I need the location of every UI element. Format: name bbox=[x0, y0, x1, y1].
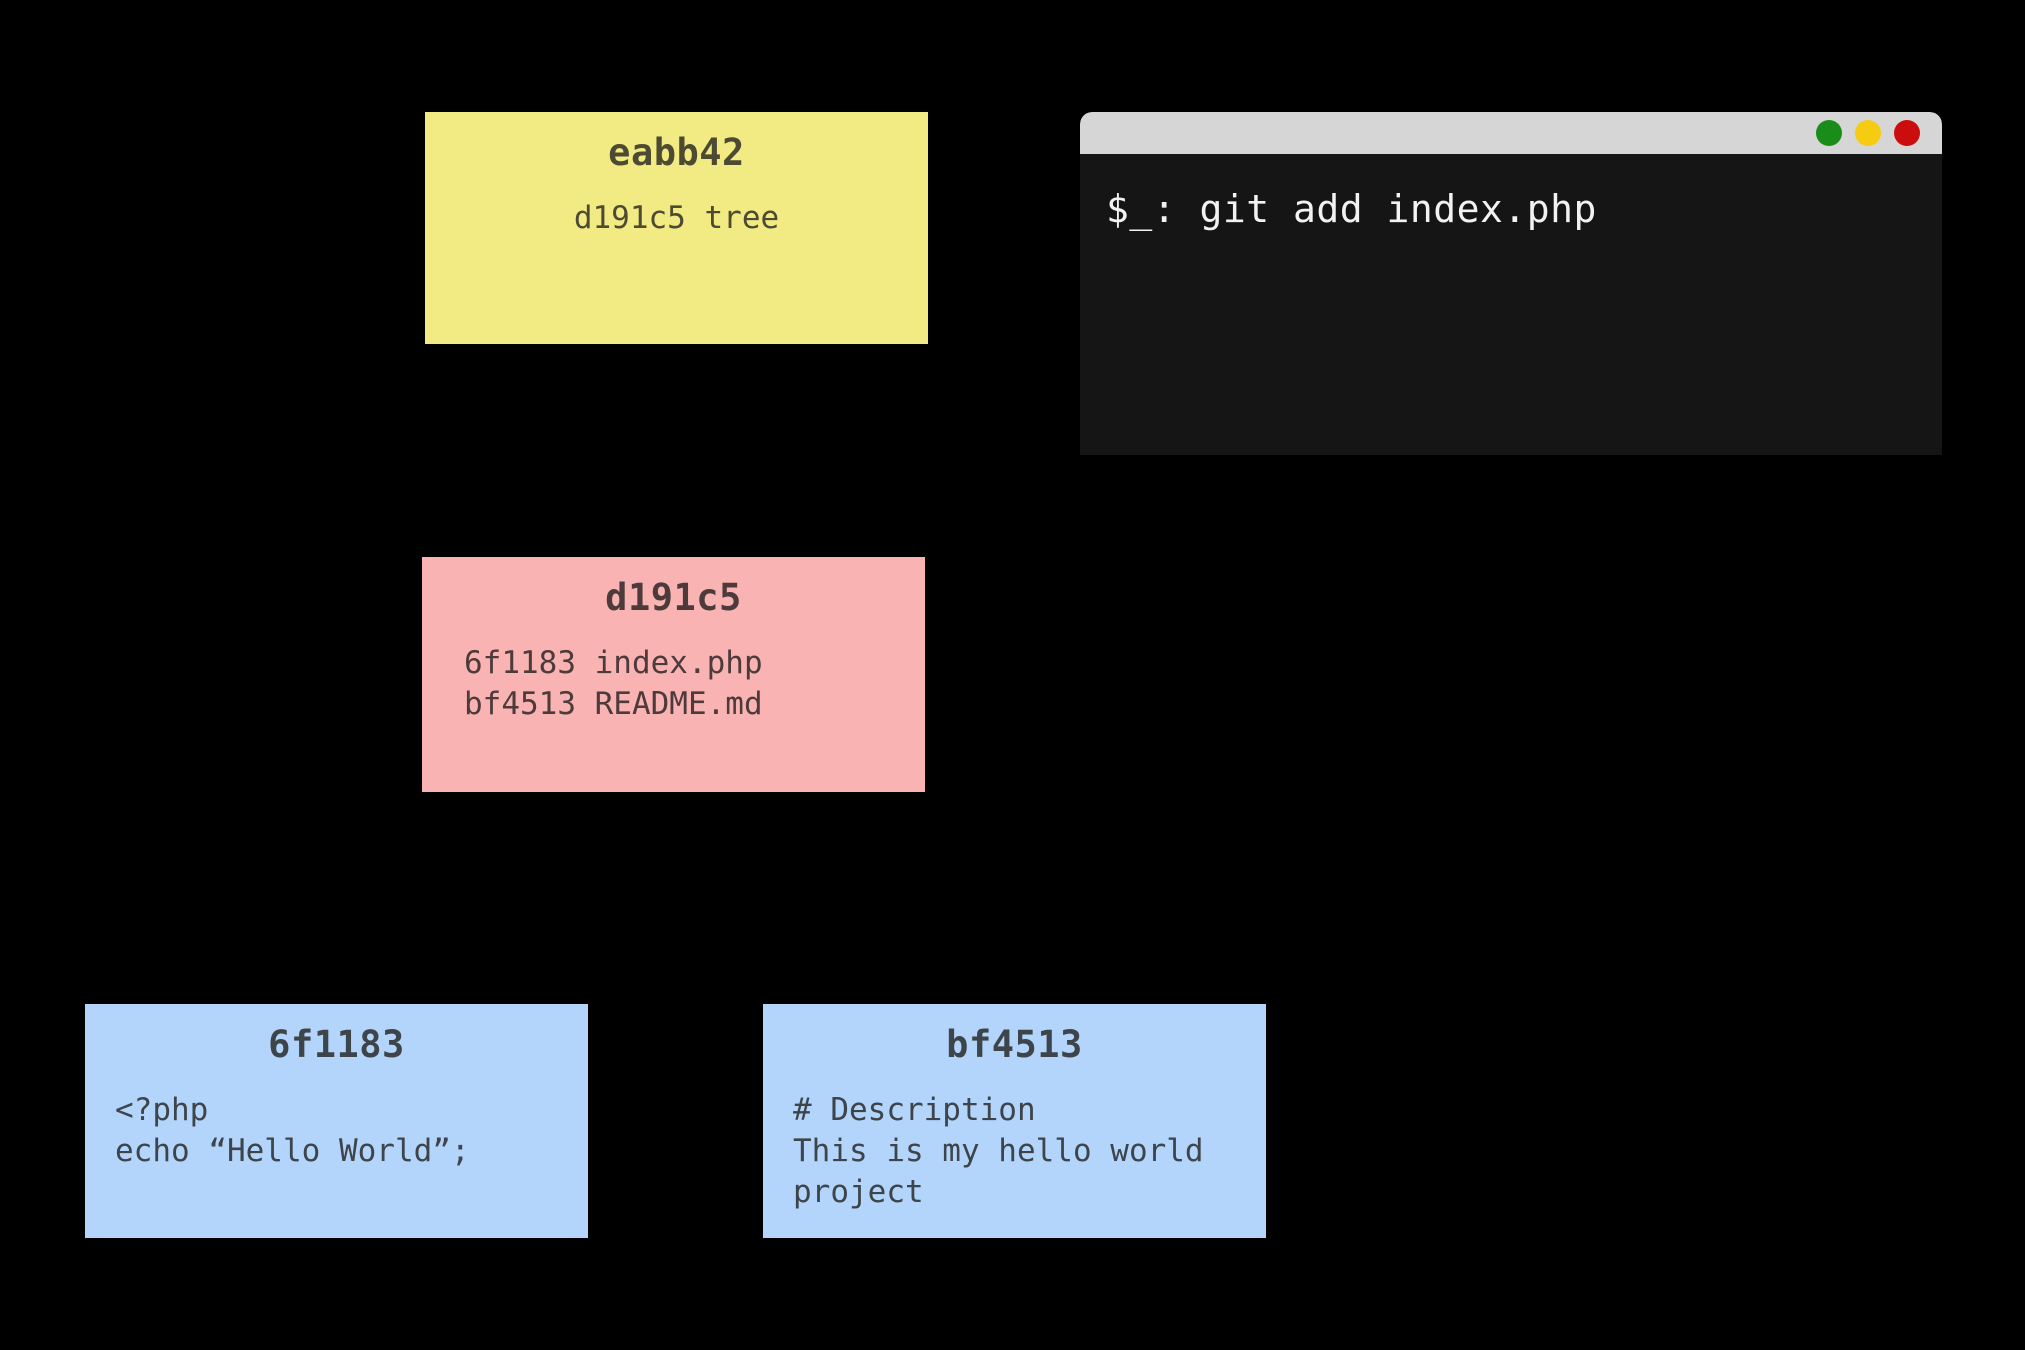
terminal-output-area[interactable]: $_: git add index.php bbox=[1080, 154, 1942, 455]
maximize-button-icon[interactable] bbox=[1855, 120, 1881, 146]
git-object-6f1183[interactable]: 6f1183 <?php echo “Hello World”; bbox=[85, 1004, 588, 1238]
git-object-bf4513[interactable]: bf4513 # Description This is my hello wo… bbox=[763, 1004, 1266, 1238]
object-hash-title: bf4513 bbox=[946, 1023, 1083, 1066]
object-hash-title: 6f1183 bbox=[268, 1023, 405, 1066]
object-hash-title: d191c5 bbox=[605, 576, 742, 619]
terminal-titlebar[interactable] bbox=[1080, 112, 1942, 154]
terminal-command-line: $_: git add index.php bbox=[1106, 187, 1597, 231]
terminal-window[interactable]: $_: git add index.php bbox=[1080, 112, 1942, 455]
git-object-d191c5[interactable]: d191c5 6f1183 index.php bf4513 README.md bbox=[422, 557, 925, 792]
object-contents: d191c5 tree bbox=[573, 200, 780, 237]
object-contents: # Description This is my hello world pro… bbox=[793, 1092, 1204, 1211]
minimize-button-icon[interactable] bbox=[1816, 120, 1842, 146]
object-hash-title: eabb42 bbox=[608, 131, 745, 174]
object-contents: 6f1183 index.php bf4513 README.md bbox=[464, 645, 763, 723]
git-object-eabb42[interactable]: eabb42 d191c5 tree bbox=[425, 112, 928, 344]
window-controls bbox=[1816, 120, 1920, 146]
object-contents: <?php echo “Hello World”; bbox=[115, 1092, 470, 1170]
close-button-icon[interactable] bbox=[1894, 120, 1920, 146]
